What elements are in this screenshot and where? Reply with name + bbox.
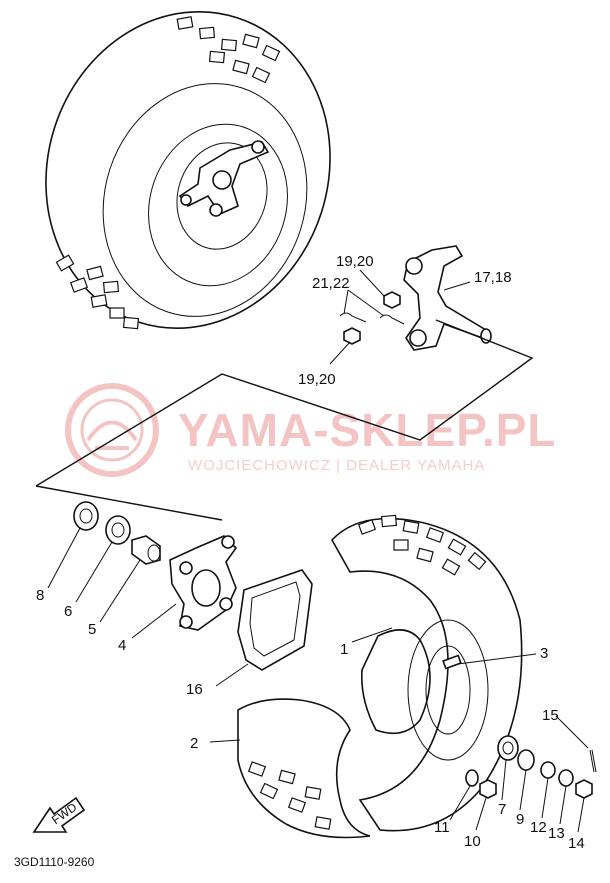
cotter-pin xyxy=(339,312,367,323)
watermark-logo-inner xyxy=(80,398,144,462)
hub-stud xyxy=(179,615,193,629)
lower-tread xyxy=(247,514,487,830)
nut-10 xyxy=(479,779,497,799)
brake-disc-plate xyxy=(237,569,313,671)
upper-tire-sidewall xyxy=(102,83,308,317)
callout-7: 7 xyxy=(498,801,506,818)
front-hub xyxy=(169,535,238,631)
callout-labels: 19,20 21,22 17,18 19,20 8 6 5 4 1 3 16 2… xyxy=(36,253,585,852)
callout-2: 2 xyxy=(190,735,198,752)
hub-stud xyxy=(179,561,193,575)
cotter-pin xyxy=(379,314,405,325)
washer-9 xyxy=(517,749,535,771)
wheel-hardware xyxy=(465,735,597,799)
nut-14 xyxy=(575,779,593,799)
callout-19-20-upper: 19,20 xyxy=(336,253,374,270)
spacer-7 xyxy=(497,735,519,761)
watermark-logo-icon xyxy=(65,383,159,477)
cotter-pin-15 xyxy=(589,749,597,773)
lower-wheel xyxy=(237,514,523,839)
upper-hub-center xyxy=(212,170,232,190)
upper-tread xyxy=(55,16,281,330)
callout-4: 4 xyxy=(118,637,126,654)
callout-21-22: 21,22 xyxy=(312,275,350,292)
upper-tire-outer xyxy=(45,11,331,329)
callout-10: 10 xyxy=(464,833,481,850)
upper-rim-outer xyxy=(148,123,288,287)
hub-stud xyxy=(219,597,233,611)
watermark-subtitle: WOJCIECHOWICZ | DEALER YAMAHA xyxy=(188,457,485,474)
callout-6: 6 xyxy=(64,603,72,620)
callout-5: 5 xyxy=(88,621,96,638)
callout-17-18: 17,18 xyxy=(474,269,512,286)
callout-3: 3 xyxy=(540,645,548,662)
watermark-logo-mark xyxy=(86,420,138,450)
leader-lines xyxy=(47,269,589,833)
upper-hub-bolt xyxy=(251,140,265,154)
callout-1: 1 xyxy=(340,641,348,658)
hub-bearings xyxy=(73,501,161,565)
upper-hub-bolt xyxy=(209,203,223,217)
callout-16: 16 xyxy=(186,681,203,698)
washer-13 xyxy=(558,769,574,787)
castle-nut-lower xyxy=(343,327,361,345)
hub-center xyxy=(191,569,221,607)
callout-19-20-lower: 19,20 xyxy=(298,371,336,388)
watermark-title: YAMA-SKLEP.PL xyxy=(178,404,557,456)
knuckle-pivot-bottom xyxy=(409,329,427,347)
wheel-rim xyxy=(360,629,431,735)
valve-stem xyxy=(442,654,462,670)
callout-14: 14 xyxy=(568,835,585,852)
watermark: YAMA-SKLEP.PL WOJCIECHOWICZ | DEALER YAM… xyxy=(65,383,557,477)
castle-nut-upper xyxy=(383,291,401,309)
collar xyxy=(131,535,161,565)
hub-stud xyxy=(221,535,235,549)
tire-half-front xyxy=(237,698,371,839)
callout-9: 9 xyxy=(516,811,524,828)
knuckle-pivot-top xyxy=(405,257,423,275)
callout-12: 12 xyxy=(530,819,547,836)
callout-8: 8 xyxy=(36,587,44,604)
oil-seal xyxy=(73,501,99,531)
callout-15: 15 xyxy=(542,707,559,724)
callout-13: 13 xyxy=(548,825,565,842)
callout-11: 11 xyxy=(434,819,450,836)
diagram-code: 3GD1110-9260 xyxy=(14,855,95,869)
tire-half-rear xyxy=(331,517,523,832)
fwd-arrow-icon: FWD xyxy=(32,796,86,833)
bearing xyxy=(105,515,131,545)
washer-12 xyxy=(540,761,556,779)
upper-hub-bolt xyxy=(180,194,192,206)
upper-wheel xyxy=(45,11,331,330)
exploded-outline xyxy=(35,319,534,521)
upper-rim-inner xyxy=(176,142,268,250)
washer-11 xyxy=(465,769,479,787)
